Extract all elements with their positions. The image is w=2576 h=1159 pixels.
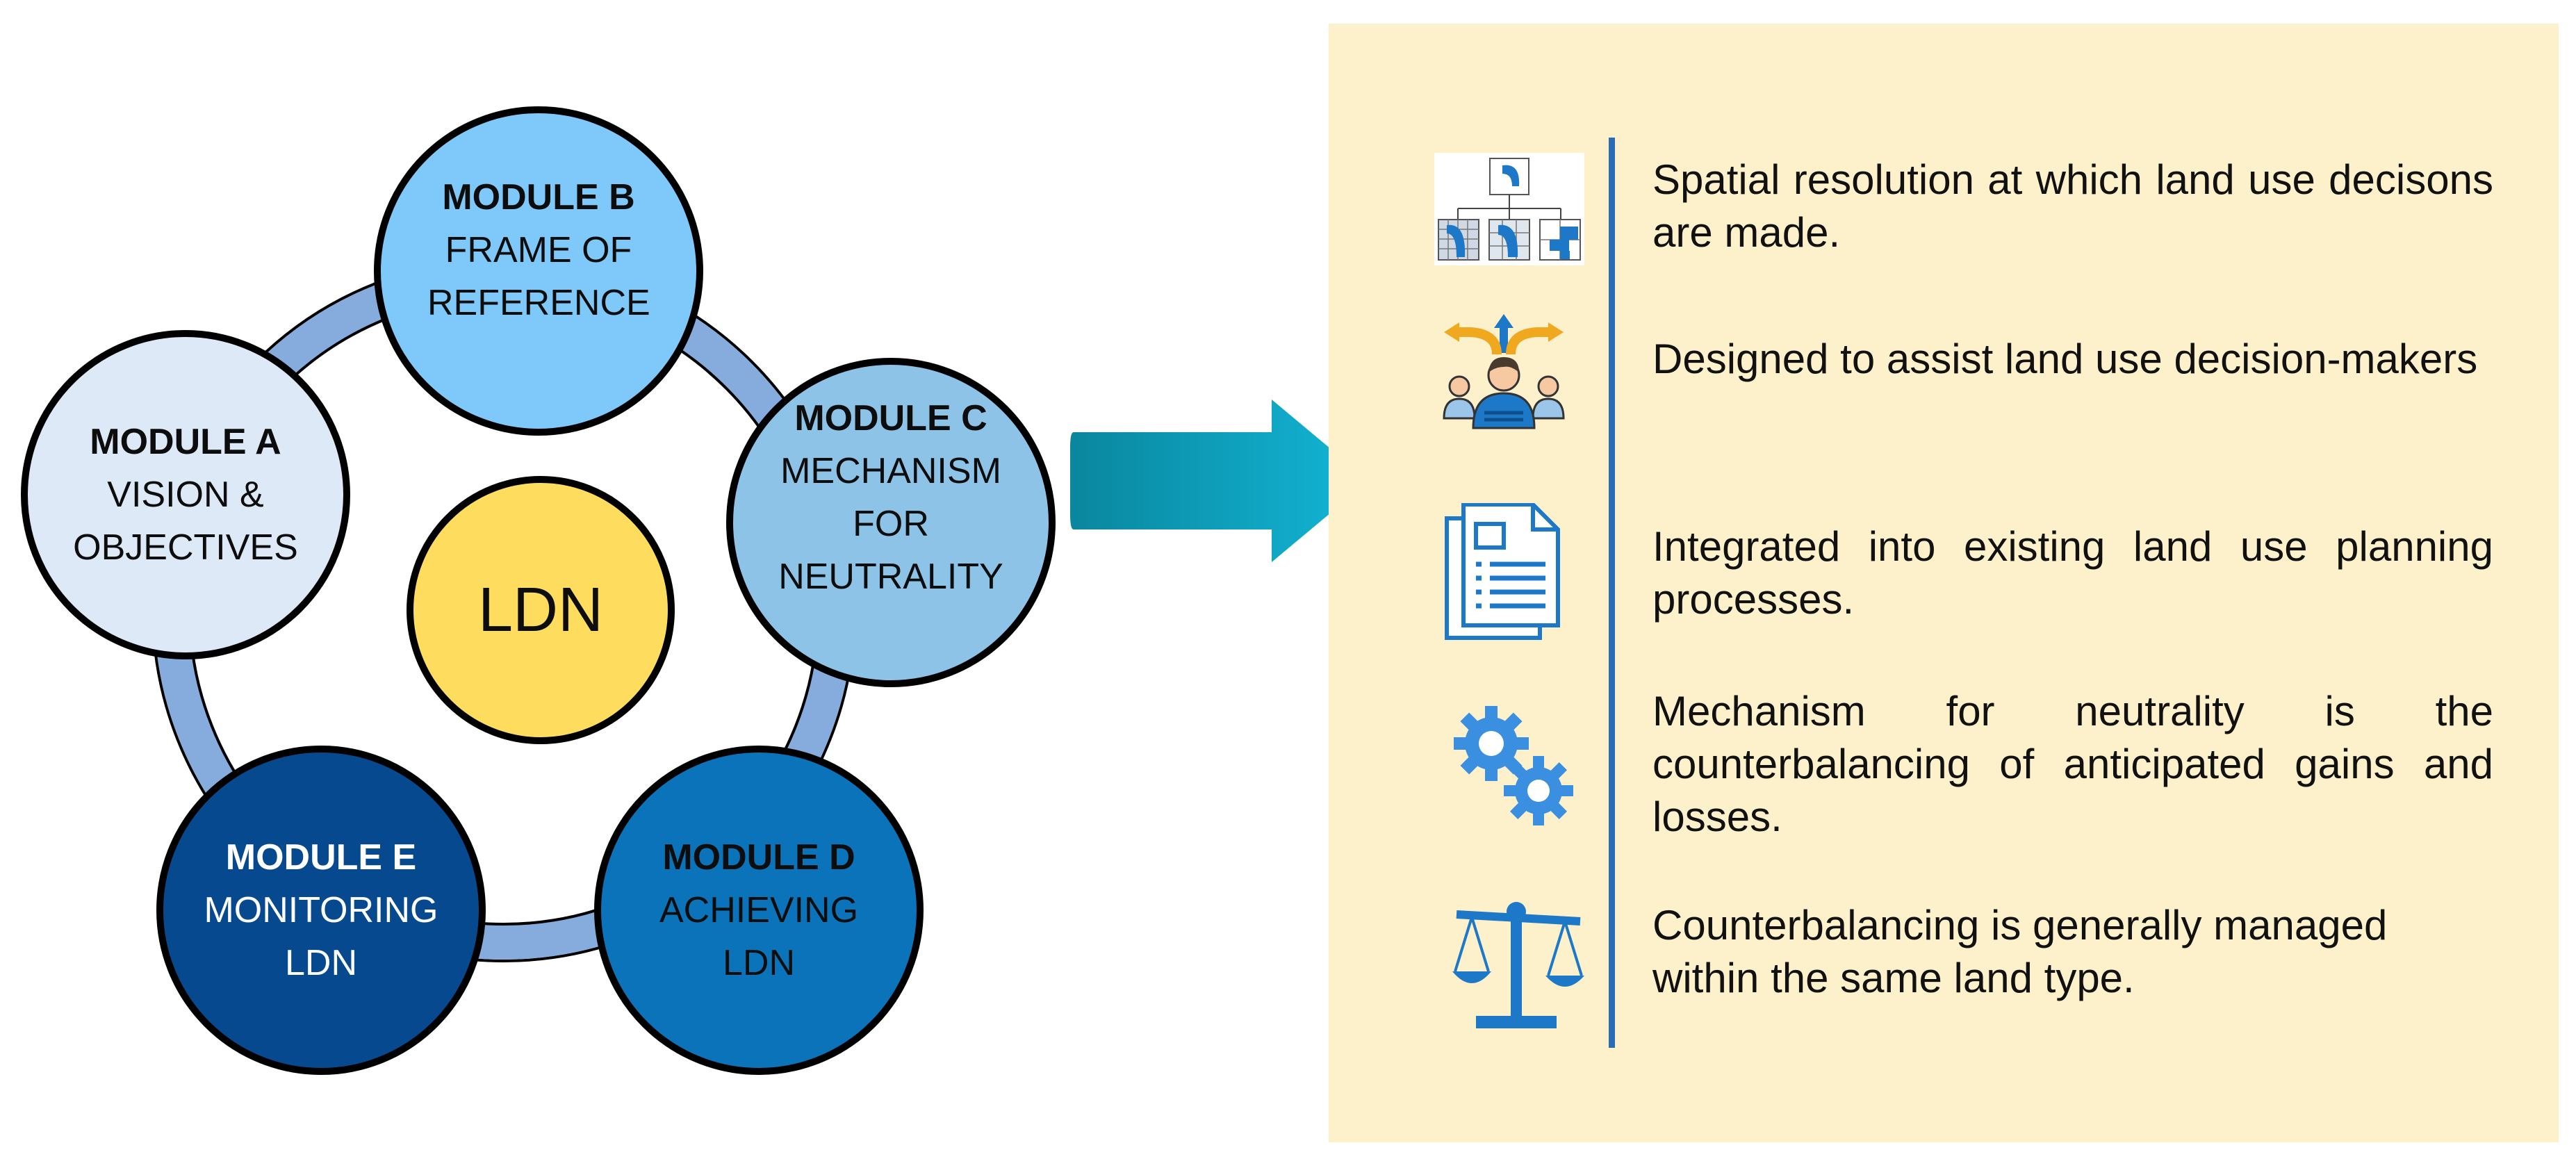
module-e-node <box>156 746 486 1075</box>
module-c-label: MODULE C MECHANISM FOR NEUTRALITY <box>773 392 1009 603</box>
gear-tooth <box>1454 737 1468 750</box>
panel-item-text: Integrated into existing land use planni… <box>1652 523 2493 623</box>
module-e-title: MODULE E <box>225 837 417 878</box>
module-b-line: FRAME OF <box>445 230 632 270</box>
gears-icon <box>1454 706 1573 825</box>
module-c-line: MECHANISM <box>780 451 1001 491</box>
balance-scale-icon <box>1452 902 1584 1028</box>
gear-tooth <box>1533 812 1544 825</box>
module-a-line: OBJECTIVES <box>73 527 298 568</box>
gear-tooth <box>1485 706 1498 720</box>
panel-item-text: Designed to assist land use decision-mak… <box>1652 336 2478 382</box>
gear-tooth <box>1485 767 1498 781</box>
document-icon <box>1445 503 1560 640</box>
module-b-node <box>374 106 703 436</box>
gear-tooth <box>1533 756 1544 770</box>
panel-item-text: Spatial resolution at which land use dec… <box>1652 156 2493 256</box>
module-b-title: MODULE B <box>442 177 635 217</box>
module-d-line: LDN <box>722 943 796 983</box>
module-d-line: ACHIEVING <box>659 890 859 930</box>
module-d-node <box>594 746 924 1075</box>
panel-item-text: Counterbalancing is generally managed wi… <box>1652 902 2388 1001</box>
info-panel: Spatial resolution at which land use dec… <box>1329 24 2559 1142</box>
gear-tooth <box>1515 737 1529 750</box>
ldn-center-label: LDN <box>478 575 603 645</box>
panel-divider <box>1609 138 1615 1048</box>
decision-maker-icon <box>1443 314 1565 429</box>
gear-tooth <box>1559 785 1573 796</box>
module-a-title: MODULE A <box>90 422 281 462</box>
module-c-node <box>726 358 1056 687</box>
module-a-node <box>21 330 350 659</box>
gear-tooth <box>1504 785 1518 796</box>
module-c-title: MODULE C <box>794 398 987 438</box>
module-e-line: LDN <box>284 943 358 983</box>
module-c-line: NEUTRALITY <box>778 557 1003 597</box>
module-b-label: MODULE B FRAME OF REFERENCE <box>427 171 650 329</box>
spatial-grid-icon <box>1434 153 1584 265</box>
right-arrow <box>1070 400 1369 562</box>
module-d-label: MODULE D ACHIEVING LDN <box>648 831 870 989</box>
module-a-line: VISION & <box>107 475 264 515</box>
module-b-line: REFERENCE <box>427 283 650 323</box>
ldn-center-node <box>407 476 675 744</box>
module-c-line: FOR <box>853 504 929 544</box>
panel-item-text: Mechanism for neutrality is the counterb… <box>1652 688 2493 840</box>
module-d-title: MODULE D <box>662 837 855 878</box>
module-e-line: MONITORING <box>204 890 438 930</box>
module-e-label: MODULE E MONITORING LDN <box>203 831 439 989</box>
module-a-label: MODULE A VISION & OBJECTIVES <box>67 416 304 574</box>
